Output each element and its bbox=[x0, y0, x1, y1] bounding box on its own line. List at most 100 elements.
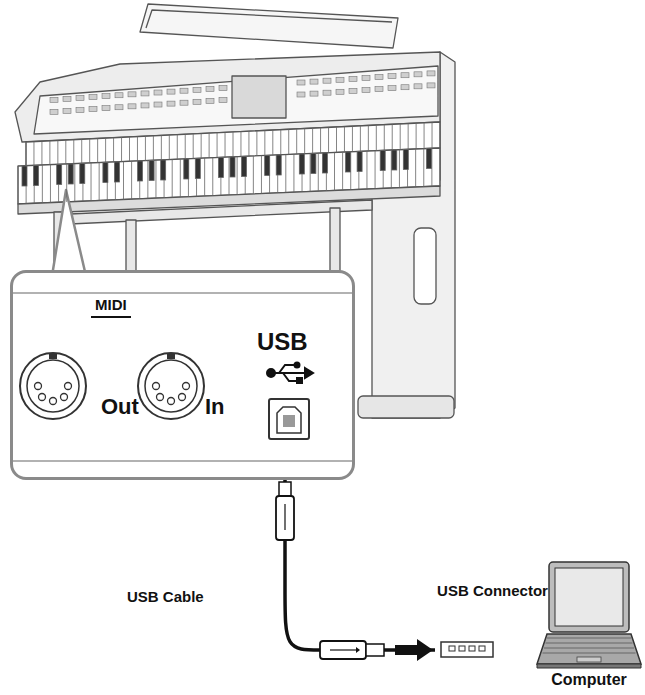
key-line bbox=[91, 163, 92, 201]
music-rest bbox=[140, 4, 398, 48]
right-leg bbox=[330, 208, 340, 278]
panel-button bbox=[102, 106, 110, 111]
black-key bbox=[403, 150, 408, 170]
usb-port bbox=[440, 640, 500, 660]
key-line bbox=[177, 135, 178, 160]
key-line bbox=[344, 127, 345, 153]
panel-button bbox=[50, 109, 58, 114]
key-line bbox=[233, 132, 234, 157]
panel-button bbox=[102, 94, 110, 99]
panel-button bbox=[167, 89, 175, 94]
key-line bbox=[336, 127, 337, 153]
panel-button bbox=[206, 98, 214, 103]
organ-foot bbox=[358, 396, 454, 418]
key-line bbox=[193, 134, 194, 159]
black-key bbox=[392, 150, 397, 170]
key-line bbox=[137, 137, 138, 162]
key-line bbox=[204, 158, 205, 196]
black-key bbox=[346, 152, 351, 172]
key-line bbox=[285, 155, 286, 193]
panel-button bbox=[362, 87, 370, 92]
black-key bbox=[34, 166, 39, 186]
panel-button bbox=[401, 73, 409, 78]
computer: Computer bbox=[535, 558, 643, 694]
panel-button bbox=[63, 108, 71, 113]
panel-button bbox=[427, 83, 435, 88]
key-line bbox=[185, 134, 186, 159]
cable-path bbox=[285, 480, 435, 650]
panel-button bbox=[297, 92, 305, 97]
port-label: In bbox=[205, 395, 225, 419]
key-line bbox=[368, 125, 369, 151]
black-key bbox=[184, 159, 189, 179]
panel-button bbox=[167, 101, 175, 106]
front-rail bbox=[70, 200, 372, 224]
panel-button bbox=[206, 86, 214, 91]
key-line bbox=[256, 131, 257, 156]
panel-button bbox=[76, 95, 84, 100]
black-key bbox=[242, 157, 247, 177]
key-line bbox=[212, 158, 213, 196]
key-line bbox=[41, 141, 42, 165]
side-handle bbox=[414, 228, 436, 304]
key-line bbox=[129, 137, 130, 162]
panel-button bbox=[128, 92, 136, 97]
black-key bbox=[265, 156, 270, 176]
panel-line bbox=[13, 292, 352, 294]
key-line bbox=[423, 149, 424, 187]
key-line bbox=[18, 166, 19, 204]
port-label: Out bbox=[101, 395, 139, 419]
key-line bbox=[99, 163, 100, 201]
key-line bbox=[440, 122, 441, 148]
key-line bbox=[147, 160, 148, 198]
black-key bbox=[80, 164, 85, 184]
panel-button bbox=[180, 100, 188, 105]
key-line bbox=[342, 152, 343, 190]
usb-cable bbox=[276, 480, 435, 661]
key-line bbox=[312, 128, 313, 153]
key-line bbox=[121, 137, 122, 161]
key-line bbox=[26, 142, 27, 166]
panel-button bbox=[154, 90, 162, 95]
key-line bbox=[33, 142, 34, 166]
panel-button bbox=[115, 105, 123, 110]
panel-button bbox=[141, 103, 149, 108]
key-line bbox=[49, 141, 50, 165]
key-line bbox=[288, 129, 289, 154]
key-line bbox=[399, 150, 400, 188]
key-line bbox=[261, 156, 262, 194]
panel-button bbox=[193, 99, 201, 104]
key-line bbox=[153, 136, 154, 161]
midi-din-socket bbox=[20, 353, 86, 419]
panel-button bbox=[349, 76, 357, 81]
panel-button bbox=[310, 79, 318, 84]
key-line bbox=[240, 132, 241, 157]
panel-button bbox=[336, 89, 344, 94]
key-line bbox=[318, 153, 319, 191]
key-line bbox=[105, 138, 106, 162]
port-group-label: USB bbox=[257, 329, 308, 355]
key-line bbox=[65, 140, 66, 164]
panel-button bbox=[401, 85, 409, 90]
black-key bbox=[103, 163, 108, 183]
key-line bbox=[169, 135, 170, 160]
key-line bbox=[113, 138, 114, 162]
key-line bbox=[416, 123, 417, 149]
panel-button bbox=[154, 102, 162, 107]
panel-button bbox=[336, 77, 344, 82]
port-group-label: MIDI bbox=[91, 297, 131, 318]
panel-button bbox=[427, 71, 435, 76]
key-line bbox=[180, 159, 181, 197]
key-line bbox=[50, 165, 51, 203]
panel-button bbox=[180, 88, 188, 93]
panel-button bbox=[193, 87, 201, 92]
key-line bbox=[320, 128, 321, 153]
key-line bbox=[225, 132, 226, 157]
display-screen bbox=[232, 76, 286, 118]
usb-connector: USB Connector bbox=[435, 583, 550, 661]
laptop-icon bbox=[535, 558, 643, 670]
black-key bbox=[311, 154, 316, 174]
panel-button bbox=[219, 97, 227, 102]
panel-button bbox=[89, 95, 97, 100]
panel-button bbox=[141, 91, 149, 96]
